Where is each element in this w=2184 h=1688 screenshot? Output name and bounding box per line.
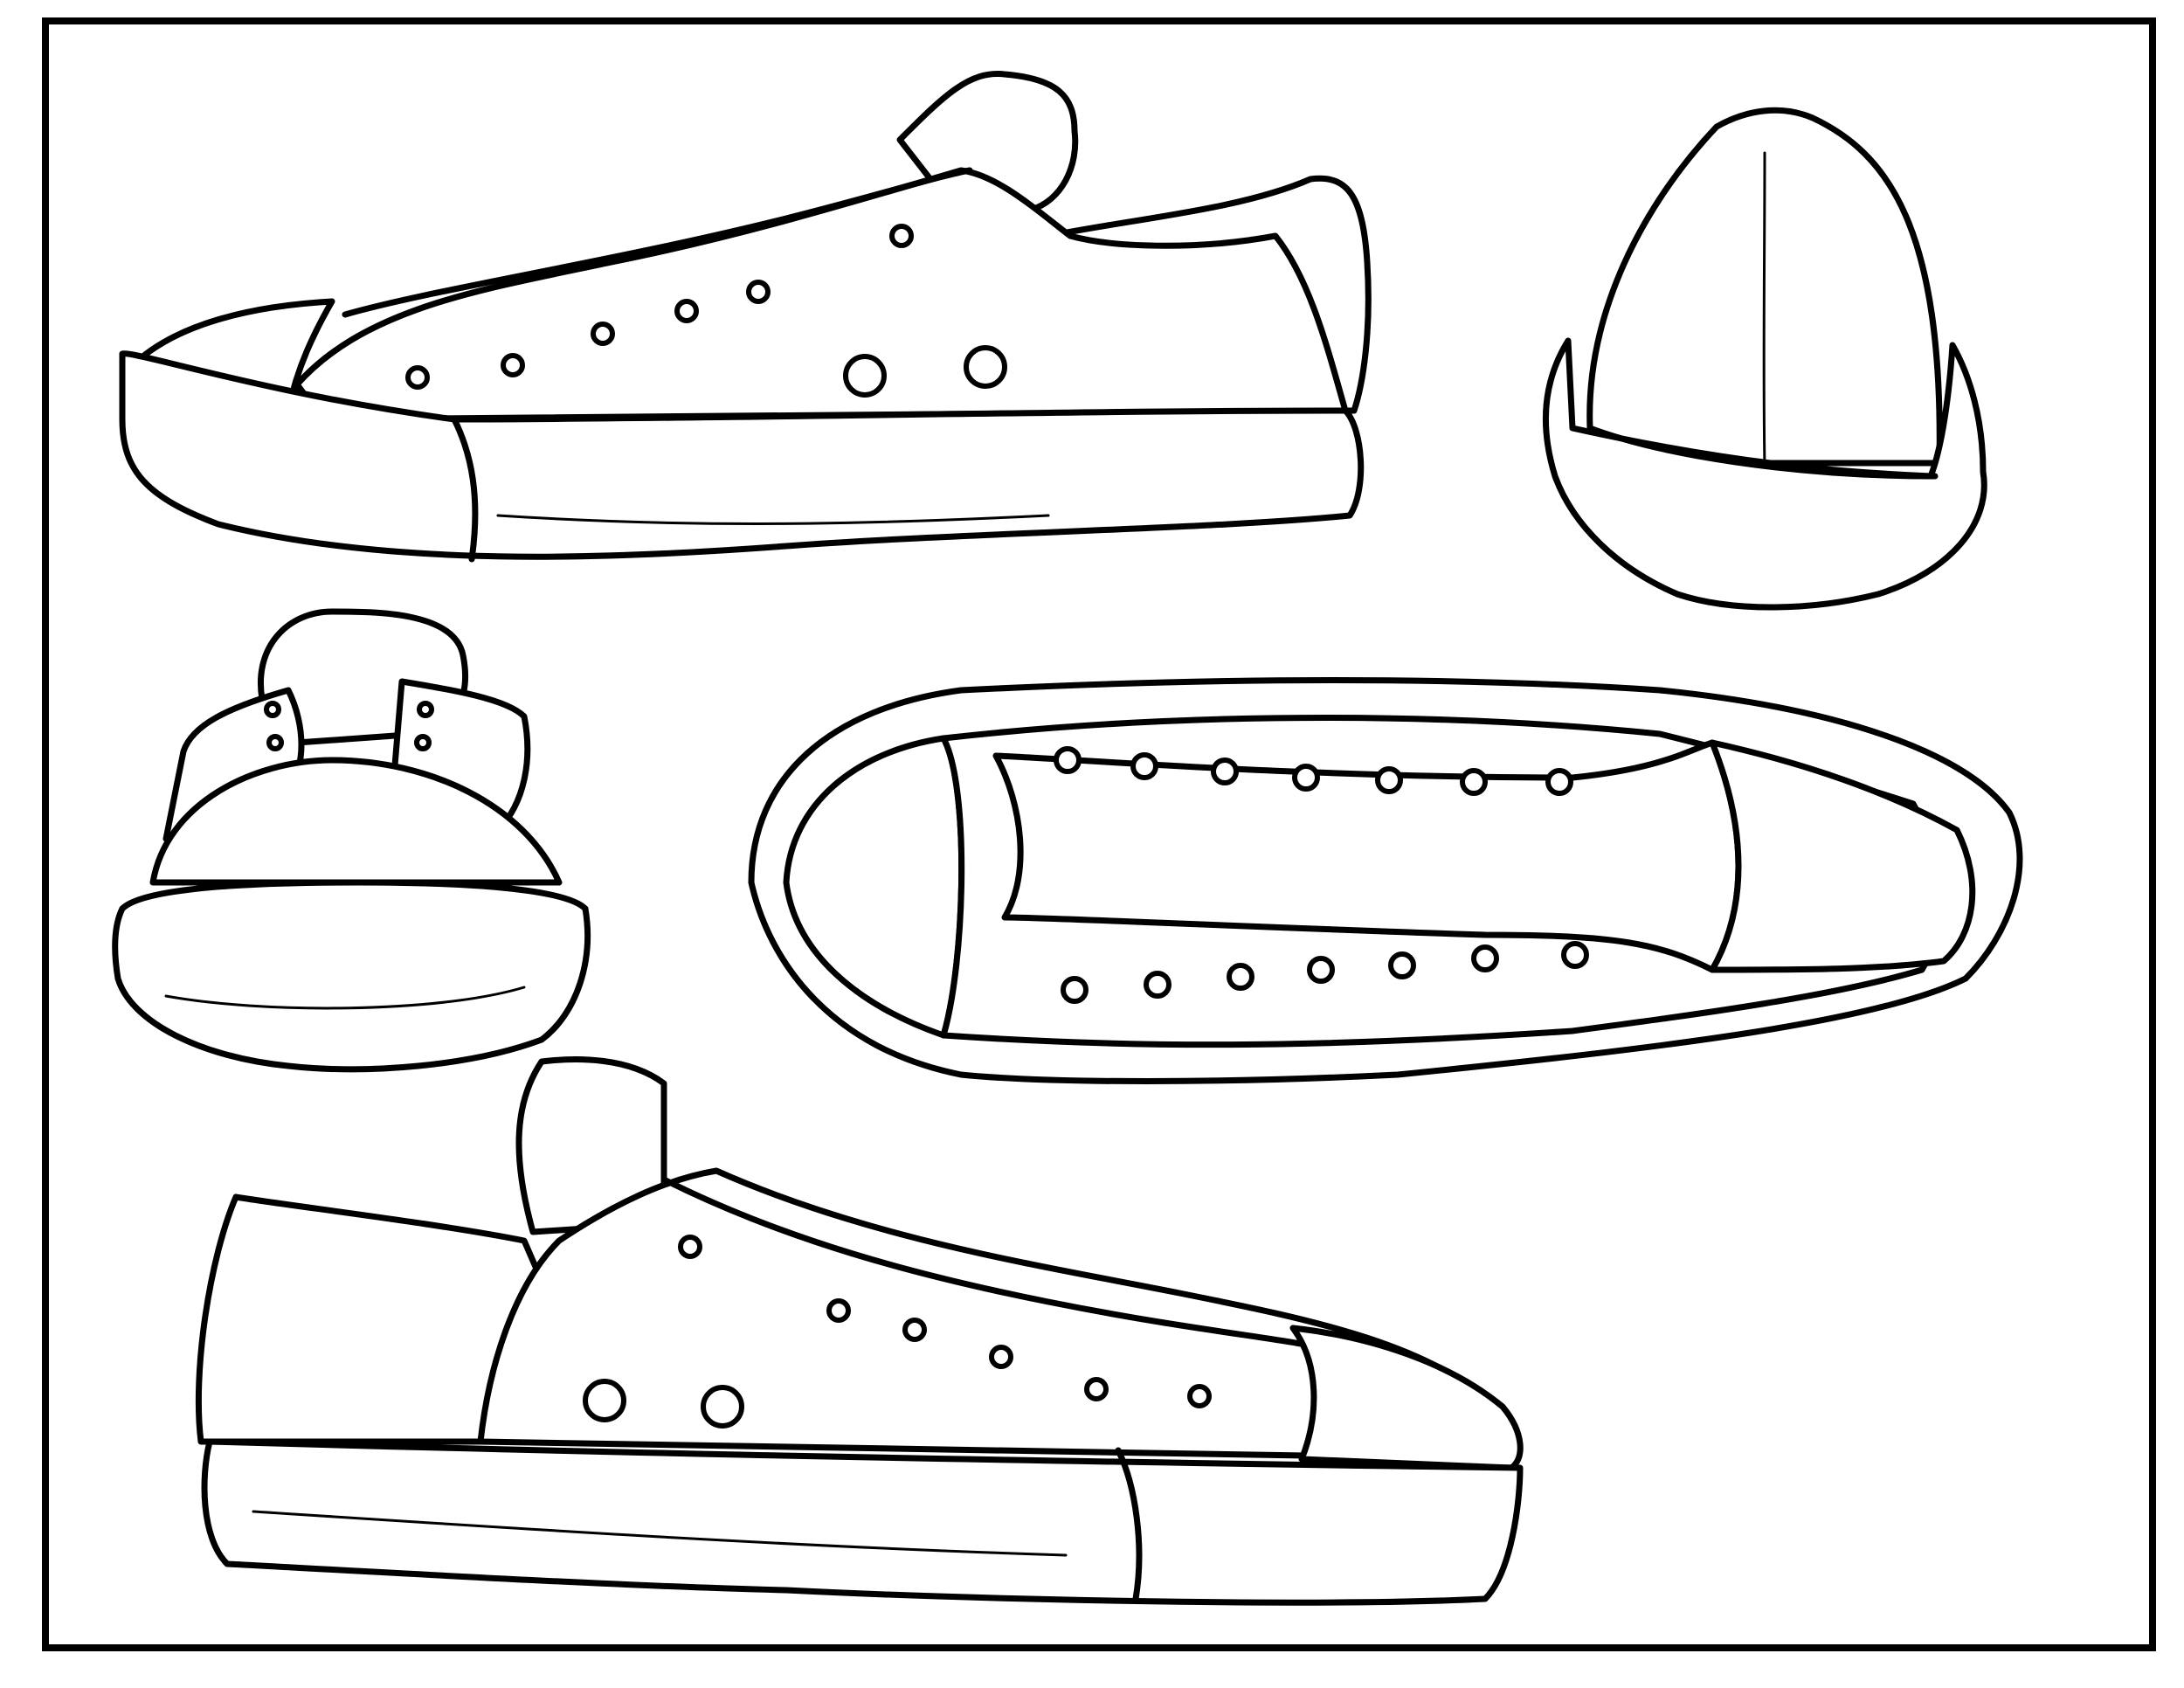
- sneaker-5-lacing-edge: [660, 1176, 1314, 1349]
- sneaker-5-vent-eyelet: [701, 1385, 744, 1429]
- sneaker-2-toe-cap-line: [1586, 425, 1939, 480]
- sneaker-1-sole-stripe: [496, 514, 1050, 525]
- sneaker-1-sole: [119, 350, 1365, 560]
- sneaker-1-eyelet: [889, 224, 914, 248]
- sneaker-3-heel-body: [149, 757, 563, 886]
- sneaker-4-eyelet: [1460, 768, 1488, 796]
- sneaker-1-eyelet: [674, 299, 699, 323]
- sneaker-4-eyelet: [1292, 764, 1320, 792]
- sneaker-1-eyelet: [405, 365, 430, 390]
- sneaker-4-eyelet: [1144, 971, 1171, 999]
- sneaker-3-eyelet: [266, 734, 284, 751]
- sneaker-5-upper: [477, 1167, 1521, 1463]
- sneaker-1-upper: [294, 167, 1349, 423]
- sneaker-3-sole-stripe: [164, 986, 526, 1010]
- sneaker-5-eyelet: [1084, 1377, 1109, 1401]
- sneaker-4-eyelet: [1211, 758, 1239, 785]
- sneaker-5-eyelet: [826, 1298, 851, 1323]
- sneaker-4-eyelet: [1307, 956, 1335, 984]
- sneaker-5-eyelet: [989, 1345, 1013, 1369]
- sneaker-5-vent-eyelet: [583, 1379, 626, 1422]
- sneaker-1-vent-eyelet: [843, 354, 887, 398]
- sneaker-3-eyelet: [264, 701, 281, 718]
- sneaker-top-down-view: [748, 676, 2023, 1084]
- sneaker-1-eyelet: [746, 280, 771, 304]
- sneaker-3-heel-sole: [112, 879, 591, 1073]
- sneaker-1-sole-seam: [451, 416, 479, 563]
- sneaker-5-sole-seam: [1115, 1447, 1143, 1602]
- sneaker-5-sole-stripe: [252, 1510, 1068, 1557]
- sneaker-5-eyelet: [902, 1318, 927, 1342]
- sneaker-3-eyelet: [417, 701, 434, 718]
- sneaker-side-right-facing: [195, 1056, 1524, 1606]
- sneaker-3-eyelet: [414, 734, 432, 751]
- sneaker-5-toe-cap: [1289, 1325, 1524, 1471]
- sneaker-4-eyelet: [1054, 746, 1082, 774]
- sneaker-4-eyelet: [1227, 963, 1254, 991]
- sneaker-4-eyelet: [1061, 976, 1089, 1004]
- sneaker-4-eyelet: [1130, 752, 1158, 780]
- sneaker-4-eyelet: [1561, 941, 1589, 969]
- sneaker-5-eyelet: [678, 1235, 702, 1259]
- sneaker-4-eyelet: [1471, 944, 1499, 972]
- sneaker-4-eyelet: [1388, 951, 1416, 979]
- sneaker-4-toe-cap: [1709, 739, 1976, 973]
- sneaker-toe-front-view: [1542, 107, 1987, 611]
- sneaker-1-eyelet: [501, 353, 525, 377]
- sneaker-1-vent-eyelet: [964, 345, 1007, 389]
- sneaker-5-tongue: [515, 1056, 667, 1235]
- sneaker-5-sole: [201, 1438, 1524, 1606]
- sneaker-1-eyelet: [591, 322, 615, 346]
- sneaker-4-eyelet: [1375, 766, 1403, 794]
- sneaker-heel-back-view: [112, 608, 591, 1073]
- sneaker-2-center-seam: [1762, 151, 1766, 469]
- sneaker-side-left-facing: [119, 70, 1372, 563]
- sneaker-5-eyelet: [1187, 1384, 1212, 1408]
- sneaker-1-lacing-edge: [342, 167, 973, 318]
- sneaker-4-eyelet: [1545, 768, 1573, 796]
